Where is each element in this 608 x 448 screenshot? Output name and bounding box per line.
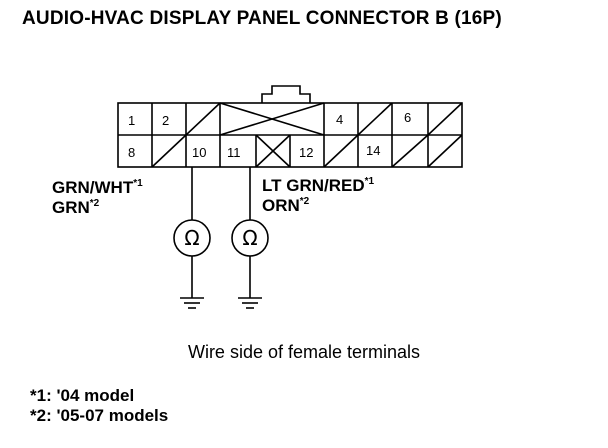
pin-11-label: 11	[227, 145, 241, 160]
right-wire-label-1: LT GRN/RED*1	[262, 176, 375, 195]
left-test-circuit	[173, 167, 211, 309]
diagram-caption: Wire side of female terminals	[187, 342, 421, 362]
pin-12-label: 12	[299, 145, 313, 160]
pin-4-label: 4	[336, 112, 343, 127]
left-ohm-symbol: Ω	[184, 226, 199, 250]
footnote-1: *1: '04 model	[30, 386, 135, 405]
right-test-circuit	[231, 167, 269, 309]
connector-lock-tab	[261, 85, 311, 103]
pin-6-label: 6	[404, 110, 411, 125]
diagram-title: AUDIO-HVAC DISPLAY PANEL CONNECTOR B (16…	[22, 8, 502, 29]
footnote-2: *2: '05-07 models	[30, 406, 169, 425]
right-wire-label-2: ORN*2	[262, 196, 310, 215]
pin-2-label: 2	[162, 113, 169, 128]
right-ohm-symbol: Ω	[242, 226, 257, 250]
left-wire-label-2: GRN*2	[52, 198, 100, 217]
pin-14-label: 14	[366, 143, 380, 158]
pin-8-label: 8	[128, 145, 135, 160]
pin-10-label: 10	[192, 145, 206, 160]
left-wire-label-1: GRN/WHT*1	[52, 178, 143, 197]
connector-body	[117, 102, 463, 168]
pin-1-label: 1	[128, 113, 135, 128]
